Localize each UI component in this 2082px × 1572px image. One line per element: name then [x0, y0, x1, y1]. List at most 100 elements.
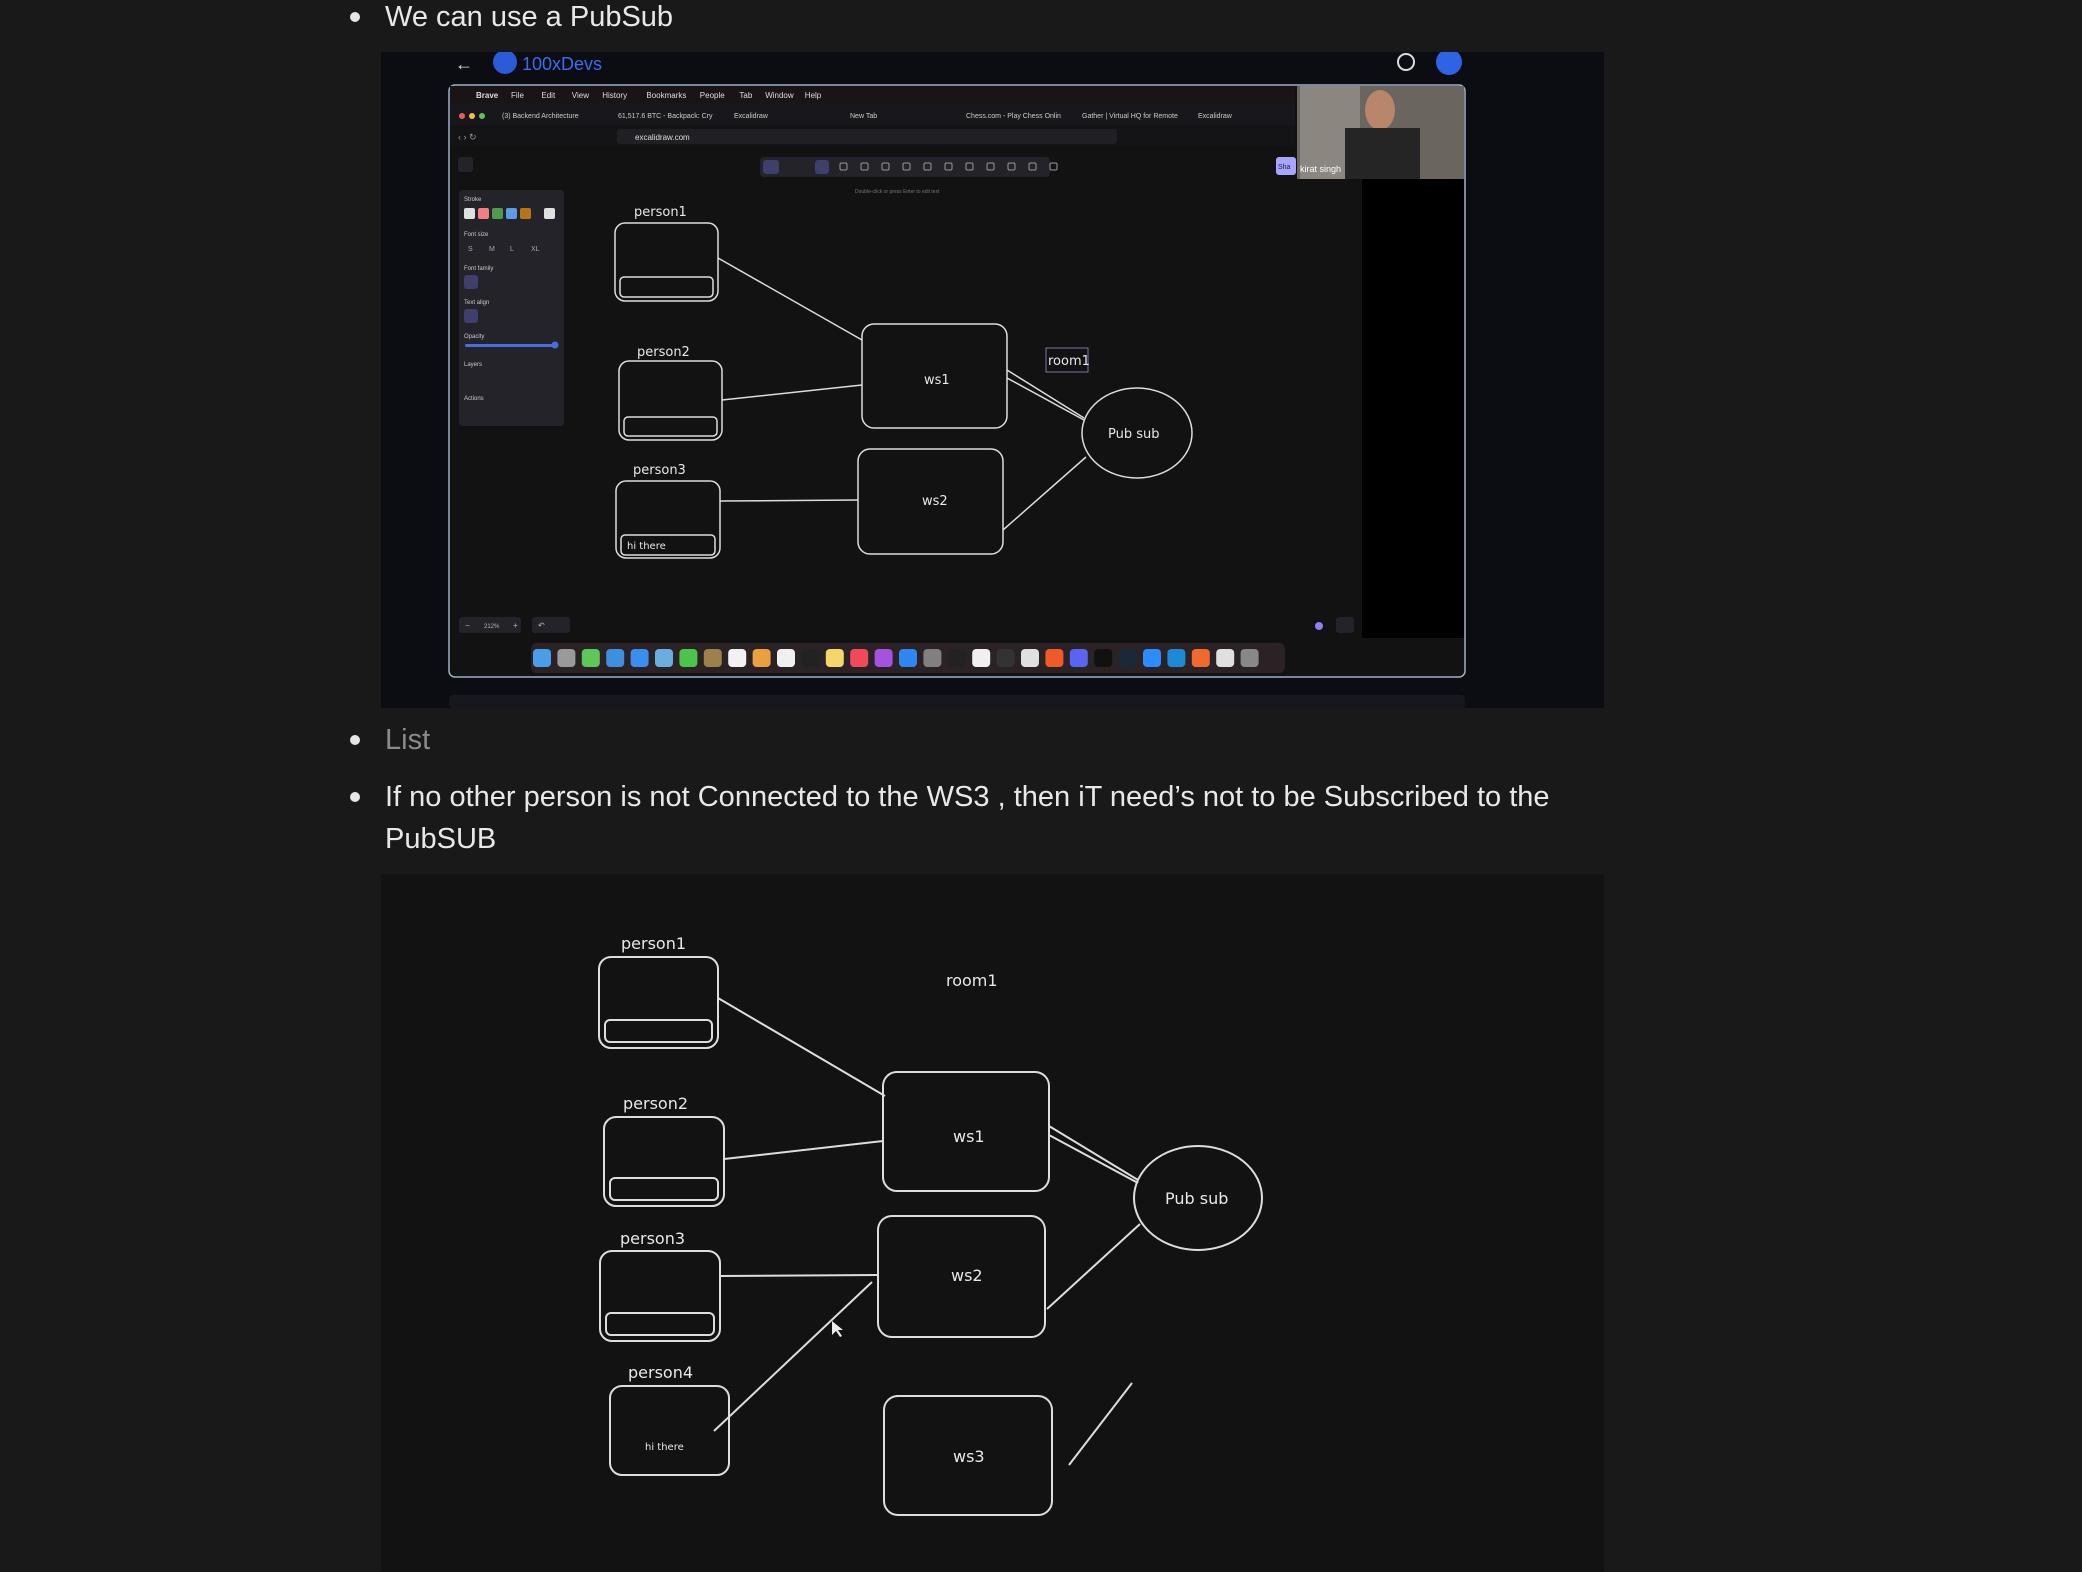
- pubsub-circle[interactable]: [1133, 1145, 1263, 1251]
- menu-item[interactable]: Help: [805, 91, 822, 100]
- person1-box[interactable]: [598, 956, 719, 1049]
- menu-item[interactable]: Window: [765, 91, 794, 100]
- menu-icon[interactable]: [458, 157, 473, 172]
- stroke-color-swatch[interactable]: [520, 208, 531, 219]
- dock-app-icon[interactable]: [1069, 649, 1088, 667]
- person1-input[interactable]: [604, 1019, 713, 1043]
- tool-icon[interactable]: [839, 162, 848, 171]
- pubsub-circle[interactable]: [1081, 387, 1193, 479]
- person1-input[interactable]: [619, 276, 714, 298]
- dock-app-icon[interactable]: [1216, 649, 1235, 667]
- tool-icon[interactable]: [1049, 162, 1058, 171]
- dock-app-icon[interactable]: [581, 649, 600, 667]
- help-button[interactable]: [1336, 617, 1354, 633]
- browser-tab[interactable]: Excalidraw: [734, 113, 769, 120]
- ws1-box[interactable]: [861, 323, 1008, 429]
- dock-app-icon[interactable]: [923, 649, 942, 667]
- stroke-color-swatch[interactable]: [478, 208, 489, 219]
- zoom-out-button[interactable]: −: [465, 621, 470, 630]
- font-size-option[interactable]: XL: [531, 246, 540, 253]
- person3-input[interactable]: [620, 534, 716, 556]
- dock-app-icon[interactable]: [850, 649, 869, 667]
- person3-box[interactable]: [615, 480, 721, 559]
- lock-tool-icon[interactable]: [763, 160, 779, 174]
- dock-app-icon[interactable]: [557, 649, 576, 667]
- menu-item[interactable]: Brave: [476, 91, 499, 100]
- dock-app-icon[interactable]: [801, 649, 820, 667]
- person2-box[interactable]: [603, 1116, 725, 1207]
- dock-app-icon[interactable]: [1094, 649, 1113, 667]
- dock-app-icon[interactable]: [1191, 649, 1210, 667]
- dock-app-icon[interactable]: [874, 649, 893, 667]
- person4-box[interactable]: [609, 1385, 730, 1476]
- menu-item[interactable]: Tab: [739, 91, 752, 100]
- dock-app-icon[interactable]: [1118, 649, 1137, 667]
- dock-app-icon[interactable]: [825, 649, 844, 667]
- stroke-color-swatch[interactable]: [544, 208, 555, 219]
- ws1-box[interactable]: [882, 1071, 1050, 1192]
- dock-app-icon[interactable]: [972, 649, 991, 667]
- tool-icon[interactable]: [860, 162, 869, 171]
- stroke-color-swatch[interactable]: [506, 208, 517, 219]
- person2-input[interactable]: [623, 416, 718, 437]
- menu-item[interactable]: Bookmarks: [646, 91, 686, 100]
- dock-app-icon[interactable]: [777, 649, 795, 667]
- tool-icon[interactable]: [965, 162, 974, 171]
- dock-app-icon[interactable]: [899, 649, 917, 667]
- dock-app-icon[interactable]: [606, 649, 625, 667]
- dock-app-icon[interactable]: [947, 649, 966, 667]
- tool-icon[interactable]: [944, 162, 953, 171]
- font-size-option[interactable]: S: [468, 246, 473, 253]
- browser-tab[interactable]: Gather | Virtual HQ for Remote: [1082, 113, 1178, 120]
- person3-input[interactable]: [605, 1312, 715, 1336]
- address-bar[interactable]: [617, 129, 1117, 144]
- opacity-slider-thumb[interactable]: [551, 341, 559, 349]
- ws3-box[interactable]: [883, 1395, 1053, 1516]
- tool-icon[interactable]: [923, 162, 932, 171]
- browser-tab[interactable]: Chess.com - Play Chess Onlin: [966, 113, 1061, 120]
- menu-item[interactable]: History: [602, 91, 627, 100]
- back-arrow-icon[interactable]: ←: [455, 54, 473, 74]
- dock-app-icon[interactable]: [655, 649, 673, 667]
- dock-app-icon[interactable]: [1045, 649, 1064, 667]
- font-size-option[interactable]: M: [489, 246, 495, 253]
- select-tool-icon[interactable]: [815, 160, 829, 174]
- person2-input[interactable]: [609, 1177, 719, 1201]
- stroke-color-swatch[interactable]: [464, 208, 475, 219]
- zoom-in-button[interactable]: +: [513, 621, 518, 630]
- dock-app-icon[interactable]: [996, 649, 1015, 667]
- opacity-slider[interactable]: [465, 344, 555, 347]
- font-size-option[interactable]: L: [510, 246, 514, 253]
- browser-tab[interactable]: 61,517.6 BTC - Backpack: Cry: [618, 113, 713, 120]
- browser-tab[interactable]: (3) Backend Architecture: [502, 113, 579, 120]
- share-button-label[interactable]: Sha: [1278, 164, 1291, 171]
- person2-box[interactable]: [618, 360, 723, 441]
- theme-icon[interactable]: [1397, 53, 1415, 71]
- person3-box[interactable]: [599, 1250, 721, 1342]
- tool-icon[interactable]: [1028, 162, 1037, 171]
- undo-redo[interactable]: [532, 617, 570, 633]
- undo-icon[interactable]: ↶: [538, 621, 545, 630]
- menu-item[interactable]: Edit: [541, 91, 556, 100]
- dock-app-icon[interactable]: [1240, 649, 1259, 667]
- font-hand-button[interactable]: [464, 275, 478, 289]
- dock-app-icon[interactable]: [1021, 649, 1039, 667]
- dock-app-icon[interactable]: [703, 649, 722, 667]
- dock-app-icon[interactable]: [533, 649, 551, 667]
- user-avatar-icon[interactable]: [1436, 49, 1462, 75]
- menu-item[interactable]: View: [572, 91, 589, 100]
- tool-icon[interactable]: [881, 162, 890, 171]
- align-left-button[interactable]: [464, 309, 478, 323]
- room1-selection[interactable]: [1045, 347, 1089, 373]
- browser-tab[interactable]: New Tab: [850, 113, 877, 120]
- dock-app-icon[interactable]: [630, 649, 649, 667]
- dock-app-icon[interactable]: [752, 649, 771, 667]
- tool-icon[interactable]: [986, 162, 995, 171]
- share-button[interactable]: [1276, 157, 1296, 175]
- person1-box[interactable]: [614, 222, 719, 302]
- dock-app-icon[interactable]: [679, 649, 698, 667]
- excalidraw-canvas[interactable]: [450, 146, 1362, 638]
- ws2-box[interactable]: [857, 448, 1004, 555]
- dock-app-icon[interactable]: [1167, 649, 1186, 667]
- tool-icon[interactable]: [902, 162, 911, 171]
